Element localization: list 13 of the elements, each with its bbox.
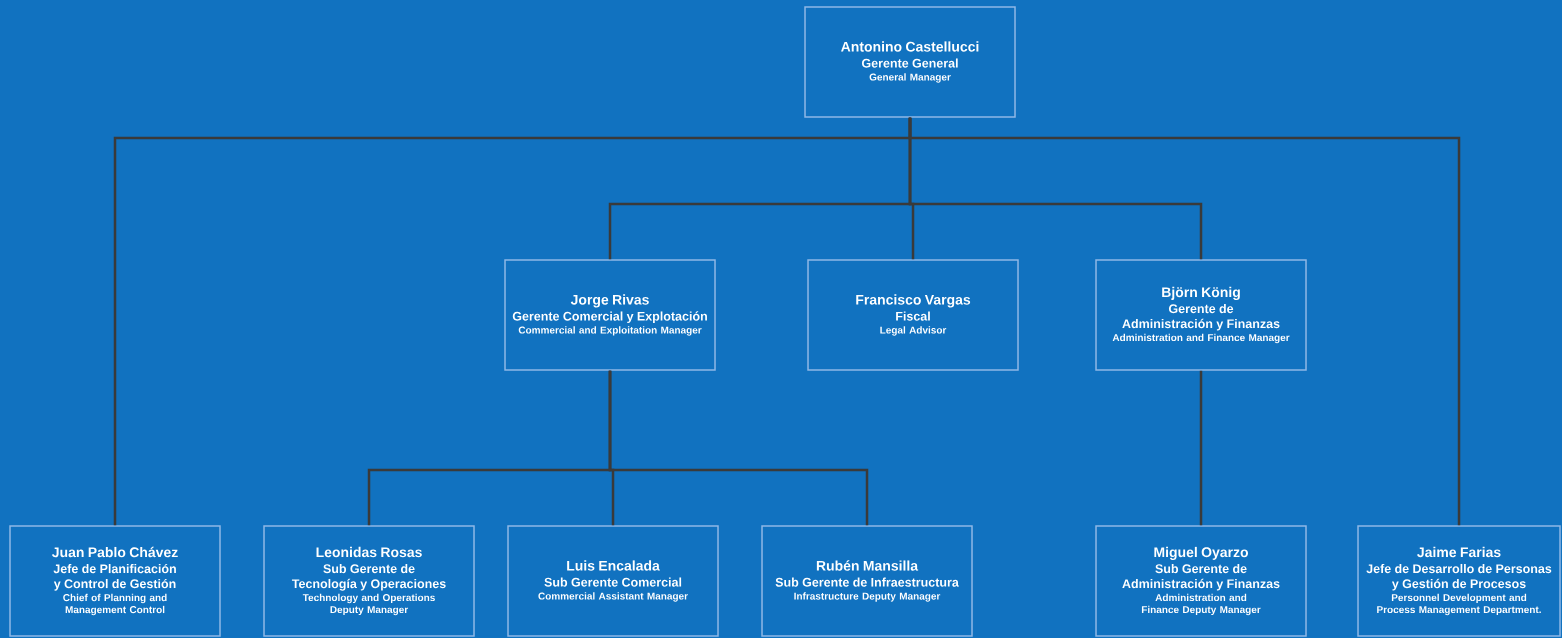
role-box: Rubén Mansilla Sub Gerente de Infraestructura Infrastructure Deputy Manager <box>761 525 973 637</box>
role-box: Jaime Farias Jefe de Desarrollo de Personas y Gestión de Procesos Personnel Development and Process Management Department. <box>1357 525 1561 637</box>
role-box: Björn König Gerente de Administración y Finanzas Administration and Finance Manager <box>1095 259 1307 371</box>
connector-line <box>908 117 1461 526</box>
role-box: Leonidas Rosas Sub Gerente de Tecnología y Operaciones Technology and Operations Deputy Manager <box>263 525 475 637</box>
role-box: Miguel Oyarzo Sub Gerente de Administración y Finanzas Administration and Finance Deputy Manager <box>1095 525 1307 637</box>
role-box: Antonino Castellucci Gerente General General Manager <box>804 6 1016 118</box>
role-box: Francisco Vargas Fiscal Legal Advisor <box>807 259 1019 371</box>
role-box: Jorge Rivas Gerente Comercial y Explotación Commercial and Exploitation Manager <box>504 259 716 371</box>
connector-line <box>1199 370 1203 526</box>
connector-line <box>608 370 869 526</box>
role-box: Juan Pablo Chávez Jefe de Planificación y Control de Gestión Chief of Planning and Management Control <box>9 525 221 637</box>
role-box: Luis Encalada Sub Gerente Comercial Commercial Assistant Manager <box>507 525 719 637</box>
